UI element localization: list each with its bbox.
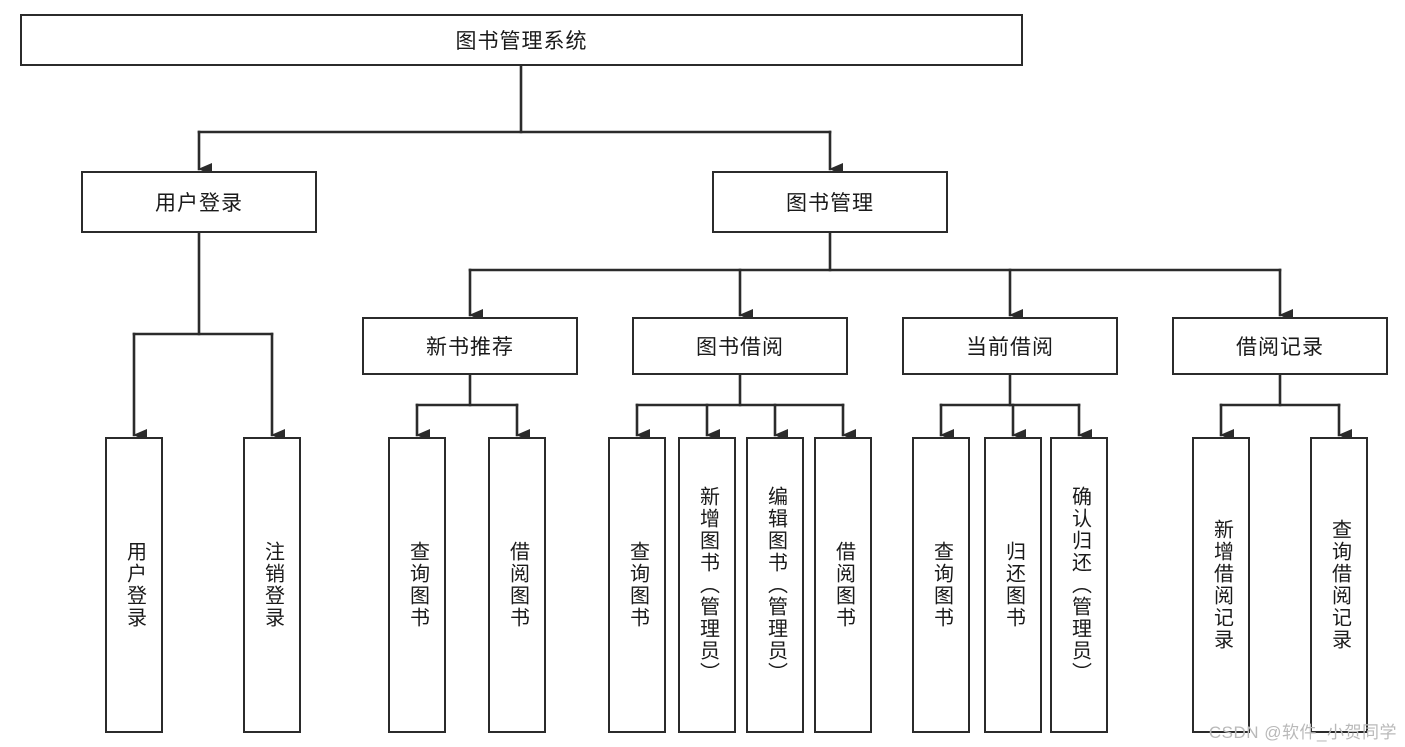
leaf-node-leaf-borrow-book-1[interactable]: 借阅图书 [488, 437, 546, 733]
level2-node-borrow-record-label: 借阅记录 [1236, 336, 1324, 359]
root-node-book-management-system-label: 图书管理系统 [455, 30, 588, 53]
level2-node-book-borrow[interactable]: 图书借阅 [632, 317, 848, 375]
leaf-node-leaf-return-book[interactable]: 归还图书 [984, 437, 1042, 733]
level2-node-current-borrow[interactable]: 当前借阅 [902, 317, 1118, 375]
leaf-node-leaf-query-borrow-record-label: 查询借阅记录 [1328, 519, 1351, 651]
leaf-node-leaf-query-book-3[interactable]: 查询图书 [912, 437, 970, 733]
leaf-node-leaf-borrow-book-1-label: 借阅图书 [506, 541, 529, 629]
leaf-node-leaf-query-book-2[interactable]: 查询图书 [608, 437, 666, 733]
leaf-node-leaf-add-borrow-record-label: 新增借阅记录 [1210, 519, 1233, 651]
leaf-node-leaf-query-borrow-record[interactable]: 查询借阅记录 [1310, 437, 1368, 733]
level2-node-borrow-record[interactable]: 借阅记录 [1172, 317, 1388, 375]
leaf-node-leaf-user-logout-label: 注销登录 [261, 541, 284, 629]
level1-node-book-manage[interactable]: 图书管理 [712, 171, 948, 233]
leaf-node-leaf-add-book-admin[interactable]: 新增图书（管理员） [678, 437, 736, 733]
leaf-node-leaf-borrow-book-2-label: 借阅图书 [832, 541, 855, 629]
root-node-book-management-system[interactable]: 图书管理系统 [20, 14, 1023, 66]
level1-node-user-login-label: 用户登录 [155, 192, 243, 215]
leaf-node-leaf-query-book-2-label: 查询图书 [626, 541, 649, 629]
leaf-node-leaf-edit-book-admin-label: 编辑图书（管理员） [764, 486, 787, 684]
leaf-node-leaf-query-book-1-label: 查询图书 [406, 541, 429, 629]
leaf-node-leaf-borrow-book-2[interactable]: 借阅图书 [814, 437, 872, 733]
leaf-node-leaf-user-login-label: 用户登录 [123, 541, 146, 629]
level2-node-book-borrow-label: 图书借阅 [696, 336, 784, 359]
leaf-node-leaf-user-logout[interactable]: 注销登录 [243, 437, 301, 733]
leaf-node-leaf-edit-book-admin[interactable]: 编辑图书（管理员） [746, 437, 804, 733]
level2-node-new-book-recommend-label: 新书推荐 [426, 336, 514, 359]
level2-node-new-book-recommend[interactable]: 新书推荐 [362, 317, 578, 375]
leaf-node-leaf-add-book-admin-label: 新增图书（管理员） [696, 486, 719, 684]
level1-node-user-login[interactable]: 用户登录 [81, 171, 317, 233]
leaf-node-leaf-return-book-label: 归还图书 [1002, 541, 1025, 629]
leaf-node-leaf-user-login[interactable]: 用户登录 [105, 437, 163, 733]
level1-node-book-manage-label: 图书管理 [786, 192, 874, 215]
leaf-node-leaf-query-book-3-label: 查询图书 [930, 541, 953, 629]
level2-node-current-borrow-label: 当前借阅 [966, 336, 1054, 359]
csdn-watermark: CSDN @软件_小贺同学 [1208, 723, 1397, 742]
leaf-node-leaf-confirm-return-admin-label: 确认归还（管理员） [1068, 486, 1091, 684]
leaf-node-leaf-add-borrow-record[interactable]: 新增借阅记录 [1192, 437, 1250, 733]
leaf-node-leaf-confirm-return-admin[interactable]: 确认归还（管理员） [1050, 437, 1108, 733]
leaf-node-leaf-query-book-1[interactable]: 查询图书 [388, 437, 446, 733]
